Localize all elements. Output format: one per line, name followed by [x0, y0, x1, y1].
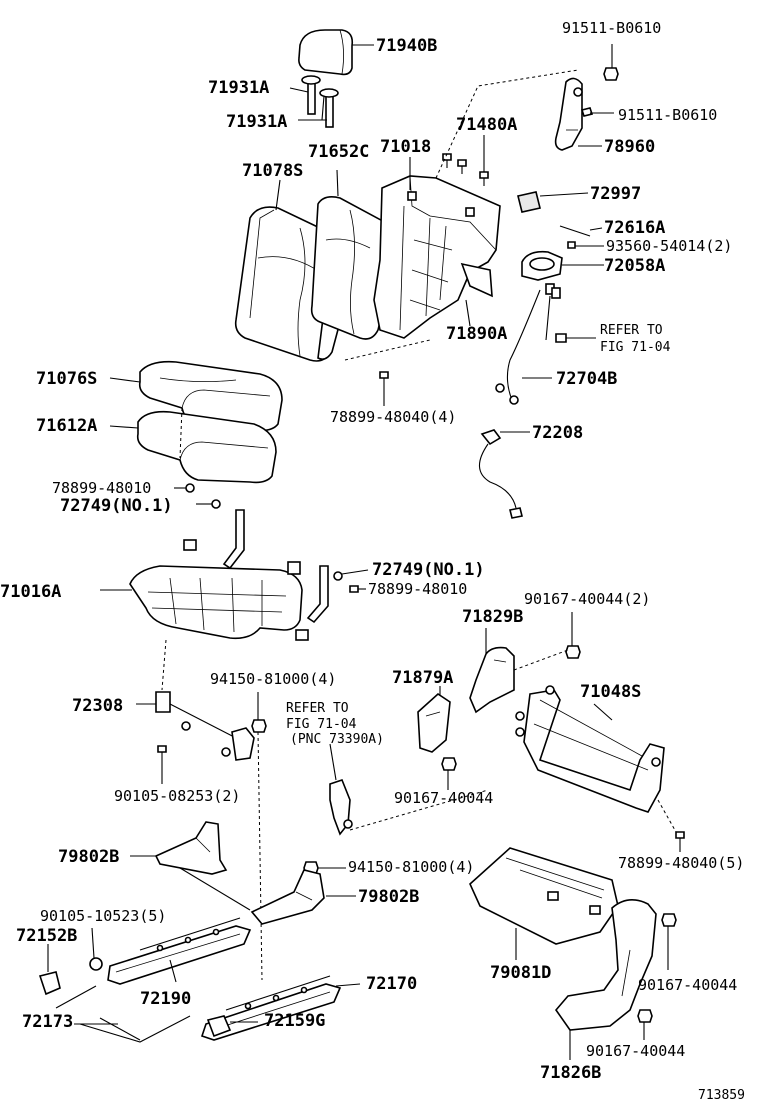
headrest-post-cap-1	[301, 75, 321, 85]
bolt-90105-08253	[157, 745, 167, 784]
clip-78899-c	[675, 831, 685, 839]
bolt-90167-b	[441, 757, 457, 771]
diagram-id: 713859	[698, 1088, 745, 1103]
seatback-bolts	[442, 153, 489, 186]
label-78899-48040-5: 78899-48040(5)	[618, 854, 744, 872]
clip-72749-a	[211, 499, 221, 509]
label-71078S: 71078S	[242, 161, 303, 181]
bracket-71879A	[417, 692, 451, 753]
headrest-post-cap-2	[319, 88, 339, 98]
label-71018: 71018	[380, 137, 431, 157]
headrest-post-1	[307, 79, 316, 115]
label-71940B: 71940B	[376, 36, 437, 56]
seatback-frame	[373, 175, 501, 339]
part-72997	[517, 191, 589, 213]
label-71931A-2: 71931A	[226, 112, 287, 132]
clip-78899-b	[349, 585, 359, 593]
label-71829B: 71829B	[462, 607, 523, 627]
label-71826B: 71826B	[540, 1063, 601, 1083]
nut-94150-a	[251, 719, 267, 733]
label-72173: 72173	[22, 1012, 73, 1032]
label-90105-10523: 90105-10523(5)	[40, 907, 166, 925]
label-78899-48010-1: 78899-48010	[52, 479, 151, 497]
label-72616A: 72616A	[604, 218, 665, 238]
label-94150-4a: 94150-81000(4)	[210, 670, 336, 688]
label-90167-2: 90167-40044(2)	[524, 590, 650, 608]
cable-72704B	[495, 283, 567, 405]
label-71480A: 71480A	[456, 115, 517, 135]
label-71612A: 71612A	[36, 416, 97, 436]
part-72616A	[559, 225, 603, 237]
part-93560	[567, 241, 604, 249]
label-refer1-b: FIG 71-04	[600, 340, 671, 355]
bar-72173	[55, 985, 191, 1043]
label-94150-4b: 94150-81000(4)	[348, 858, 474, 876]
label-79802B-2: 79802B	[358, 887, 419, 907]
label-93560: 93560-54014(2)	[606, 237, 732, 255]
label-72749-1: 72749(NO.1)	[60, 496, 173, 516]
label-72749-2: 72749(NO.1)	[372, 560, 485, 580]
bolt-90167-c	[661, 913, 677, 927]
label-72058A: 72058A	[604, 256, 665, 276]
label-90167-c: 90167-40044	[586, 1042, 685, 1060]
cover-71826B	[554, 899, 657, 1060]
rail-79802B-right	[250, 869, 356, 925]
label-78899-48010-2: 78899-48010	[368, 580, 467, 598]
label-90105-08253: 90105-08253(2)	[114, 787, 240, 805]
label-refer2-c: (PNC 73390A)	[290, 732, 384, 747]
label-71879A: 71879A	[392, 668, 453, 688]
label-72704B: 72704B	[556, 369, 617, 389]
clip-72749-b	[333, 571, 343, 581]
label-90167-b: 90167-40044	[638, 976, 737, 994]
label-72170: 72170	[366, 974, 417, 994]
lever-72308	[136, 691, 255, 761]
label-71016A: 71016A	[0, 582, 61, 602]
bracket-71829B	[469, 628, 515, 714]
label-72159G: 72159G	[264, 1011, 325, 1031]
headrest-detail	[339, 29, 344, 75]
trim-cover-79081D	[469, 847, 619, 960]
label-78960: 78960	[604, 137, 655, 157]
bolt-90167-d	[637, 1009, 653, 1023]
label-71652C: 71652C	[308, 142, 369, 162]
label-79802B-1: 79802B	[58, 847, 119, 867]
label-refer2-a: REFER TO	[286, 701, 349, 716]
slide-rail-72190	[107, 917, 252, 985]
bolt-90167-a	[565, 645, 581, 659]
label-91511-2: 91511-B0610	[618, 106, 717, 124]
label-91511-1: 91511-B0610	[562, 19, 661, 37]
headrest-shape	[298, 29, 354, 76]
label-79081D: 79081D	[490, 963, 551, 983]
bracket-78960	[554, 44, 619, 151]
label-71931A-1: 71931A	[208, 78, 269, 98]
label-refer1-a: REFER TO	[600, 323, 663, 338]
slide-rail-72170	[200, 975, 361, 1041]
seat-frame-71016A	[129, 509, 329, 641]
part-72058A	[521, 250, 604, 281]
seat-cushion-pad	[136, 410, 277, 484]
label-71890A: 71890A	[446, 324, 507, 344]
label-78899-48040-4: 78899-48040(4)	[330, 408, 456, 426]
cable-72208	[478, 429, 530, 519]
label-72152B: 72152B	[16, 926, 77, 946]
clip-78899-a	[185, 483, 195, 493]
label-72308: 72308	[72, 696, 123, 716]
label-72190: 72190	[140, 989, 191, 1009]
label-refer2-b: FIG 71-04	[286, 717, 357, 732]
headrest-group	[289, 29, 374, 128]
rail-79802B-left	[130, 821, 251, 911]
clip-72159G	[206, 1015, 258, 1038]
release-handle	[329, 779, 353, 836]
label-71048S: 71048S	[580, 682, 641, 702]
seat-cushion-cover	[138, 360, 283, 432]
label-90167-a: 90167-40044	[394, 789, 493, 807]
clip-72152B	[38, 944, 61, 996]
bolt-90105-10523	[89, 957, 103, 971]
frame-71048S	[515, 685, 665, 813]
label-72997: 72997	[590, 184, 641, 204]
label-72208: 72208	[532, 423, 583, 443]
headrest-post-2	[325, 92, 334, 128]
label-71076S: 71076S	[36, 369, 97, 389]
